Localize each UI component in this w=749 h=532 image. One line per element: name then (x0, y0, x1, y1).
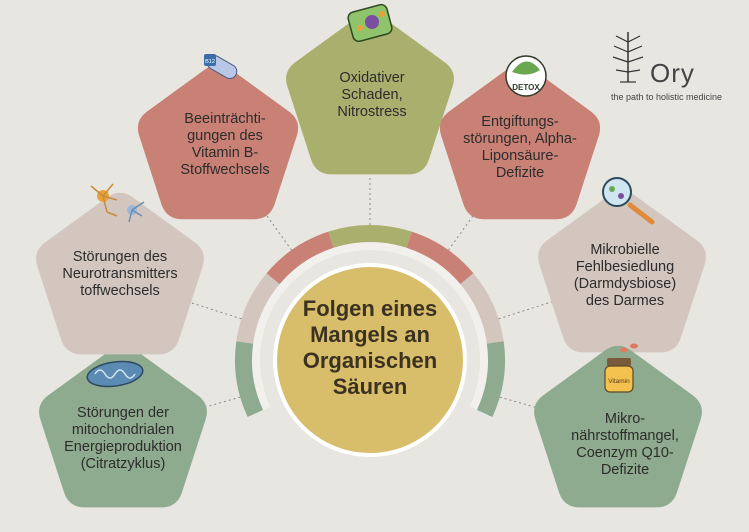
center-circle (273, 263, 467, 457)
neuron-icon (90, 183, 145, 223)
node-shape-oxidativ (286, 12, 454, 175)
ring-segment-oxidativ (328, 225, 412, 248)
node-shape-vitaminb (137, 64, 299, 220)
ring-segment-mikronaehrstoff (476, 341, 506, 418)
logo-tree-icon (612, 32, 644, 83)
svg-text:Vitamin: Vitamin (608, 378, 630, 385)
node-label-mikrobiell: Mikrobielle Fehlbesiedlung (Darmdysbiose… (573, 242, 677, 309)
vitamin-jar-icon: Vitamin (604, 343, 638, 393)
center-title: Folgen eines Mangels an Organischen Säur… (302, 296, 438, 399)
ring-segment-mikrobiell (460, 273, 504, 344)
ring-segment-vitaminb (266, 231, 334, 285)
vitamin-b12-pill-icon: B12 (204, 54, 238, 79)
node-label-mikronaehrstoff: Mikro- nährstoffmangel, Coenzym Q10- Def… (571, 411, 679, 478)
ring-segment-neurotransmitter (236, 273, 280, 344)
node-shape-mikronaehrstoff (534, 345, 702, 508)
node-label-entgiftung: Entgiftungs- störungen, Alpha- Liponsäur… (463, 114, 577, 181)
node-shape-entgiftung (439, 64, 601, 220)
svg-text:B12: B12 (205, 59, 215, 65)
logo-tagline: the path to holistic medicine (611, 92, 723, 102)
node-shape-mitochondrien (39, 345, 207, 508)
connector-line (499, 396, 563, 416)
ring-segment-mitochondrien (235, 341, 264, 418)
node-shape-mikrobiell (538, 190, 706, 353)
node-label-neurotransmitter: Störungen des Neurotransmitters toffwech… (62, 249, 178, 299)
ring-segment-entgiftung (406, 231, 474, 285)
svg-text:DETOX: DETOX (512, 83, 540, 92)
logo-name: Ory (650, 58, 695, 88)
node-shape-neurotransmitter (36, 192, 204, 355)
connector-line (177, 396, 241, 416)
node-label-vitaminb: Beeinträchti- gungen des Vitamin B- Stof… (180, 111, 270, 178)
node-label-oxidativ: Oxidativer Schaden, Nitrostress (337, 70, 407, 120)
mitochondria-icon (86, 360, 144, 388)
node-label-mitochondrien: Störungen der mitochondrialen Energiepro… (64, 405, 182, 472)
plant-cell-icon (347, 3, 393, 43)
magnifier-bacteria-icon (602, 177, 655, 225)
detox-icon: DETOX (505, 55, 547, 97)
